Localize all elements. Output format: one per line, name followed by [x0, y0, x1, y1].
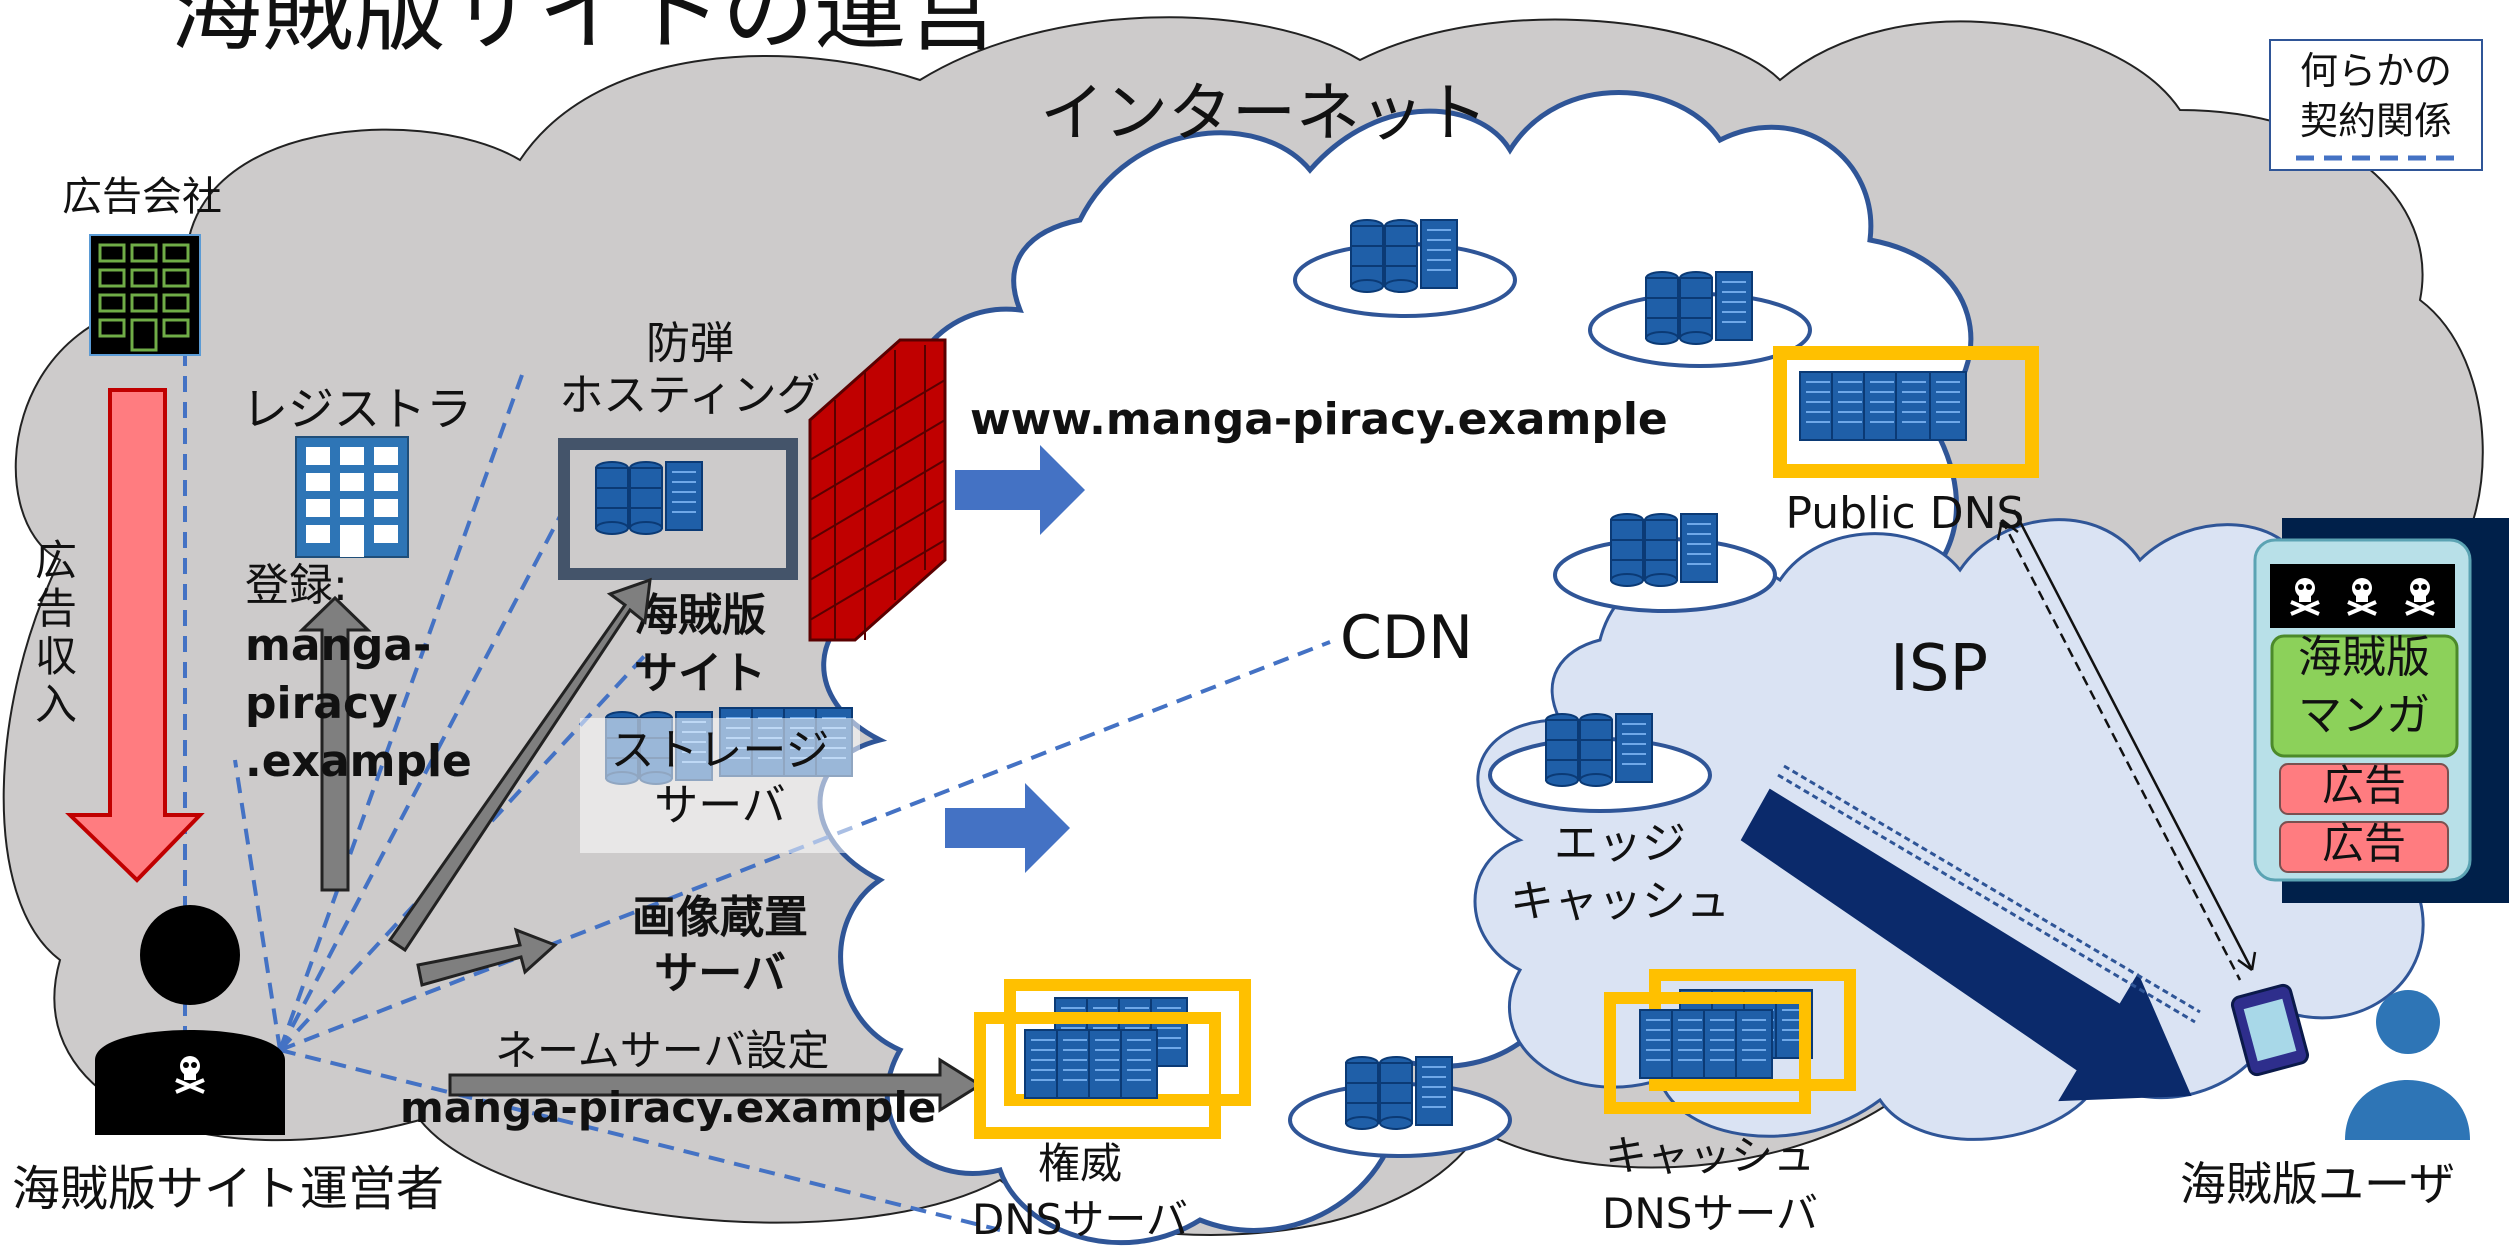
edge-cache-label-2: キャッシュ	[1510, 876, 1730, 927]
image-server-label-2: サーバ	[654, 948, 786, 999]
cdn-label: CDN	[1340, 603, 1473, 673]
ad-revenue-char-1: 広	[35, 536, 77, 585]
ad-revenue-char-3: 収	[35, 632, 77, 681]
delivery-arrow	[1740, 788, 2192, 1102]
internet-label: インターネット	[1040, 77, 1488, 151]
operator-label: 海賊版サイト運営者	[12, 1161, 444, 1217]
registration-line-1: 登録:	[245, 560, 348, 611]
pirate-site-server	[558, 438, 798, 580]
legend-line-1: 何らかの	[2300, 49, 2452, 93]
cdn-server-4	[1288, 1057, 1512, 1158]
legend: 何らかの 契約関係	[2269, 39, 2483, 171]
storage-server-label-2: サーバ	[654, 780, 786, 831]
image-server-label-1: 画像蔵置	[632, 892, 808, 943]
pirate-site-label-2: サイト	[634, 648, 766, 699]
cdn-server-2	[1588, 272, 1812, 368]
phone-ad-1: 広告	[2322, 761, 2406, 810]
cache-dns-server	[1604, 969, 1856, 1114]
authoritative-dns-label-1: 権威	[1038, 1139, 1122, 1188]
firewall-icon	[808, 338, 947, 642]
storage-server-label-1: ストレージ	[610, 725, 829, 776]
image-to-cdn-arrow	[945, 783, 1070, 873]
operator-to-image-server-arrow	[416, 927, 558, 987]
office-building-icon	[89, 234, 201, 356]
smartphone-icon	[2230, 983, 2310, 1077]
registration-line-2: manga-	[245, 620, 431, 671]
registration-label: 登録: manga- piracy .example	[245, 560, 472, 787]
user-label: 海賊版ユーザ	[2180, 1157, 2455, 1211]
cache-to-user-line	[1777, 764, 2201, 1024]
phone-manga-line-1: 海賊版	[2298, 632, 2430, 683]
nameserver-domain: manga-piracy.example	[400, 1083, 936, 1132]
registration-arrow	[298, 595, 372, 892]
hosting-label-1: 防弾	[646, 318, 734, 369]
nameserver-arrow	[448, 1057, 983, 1113]
pirate-operator-icon	[95, 905, 285, 1135]
edge-cache-server	[1488, 714, 1712, 813]
hosting-label-2: ホスティング	[559, 370, 820, 421]
edge-cache-label-1: エッジ	[1554, 818, 1686, 869]
site-to-cdn-arrow	[955, 445, 1085, 535]
isp-label: ISP	[1890, 632, 1988, 706]
phone-ad-2: 広告	[2322, 819, 2406, 868]
cache-dns-label-2: DNSサーバ	[1602, 1189, 1818, 1238]
public-dns-server	[1773, 346, 2039, 478]
user-avatar-icon	[2345, 990, 2470, 1140]
legend-line-2: 契約関係	[2300, 99, 2452, 143]
cdn-server-1	[1293, 220, 1517, 318]
page-title: 海賊版サイトの運営	[170, 0, 998, 64]
phone-screen-callout	[2253, 518, 2509, 903]
registration-line-4: .example	[245, 736, 472, 787]
ad-company-label: 広告会社	[62, 174, 222, 220]
nameserver-setting-label: ネームサーバ設定	[495, 1026, 829, 1075]
pirate-site-label-1: 海賊版	[634, 590, 766, 641]
ad-revenue-char-4: 入	[35, 680, 77, 729]
domain-url: www.manga-piracy.example	[970, 394, 1668, 445]
registrar-building-icon	[295, 436, 409, 558]
dns-query-line	[1996, 509, 2257, 981]
image-server	[580, 708, 860, 853]
cdn-server-3	[1553, 514, 1777, 613]
cache-dns-label-1: キャッシュ	[1605, 1131, 1815, 1180]
phone-manga-line-2: マンガ	[2298, 690, 2430, 741]
public-dns-label: Public DNS	[1786, 488, 2025, 539]
registration-line-3: piracy	[245, 678, 398, 729]
authoritative-dns-label-2: DNSサーバ	[972, 1195, 1188, 1244]
authoritative-dns-server	[974, 979, 1251, 1139]
ad-revenue-label: 広 告 収 入	[35, 536, 77, 729]
ad-revenue-char-2: 告	[35, 584, 77, 633]
operator-to-site-arrow	[387, 577, 652, 953]
ad-revenue-arrow	[65, 388, 205, 883]
registrar-label: レジストラ	[242, 382, 472, 436]
